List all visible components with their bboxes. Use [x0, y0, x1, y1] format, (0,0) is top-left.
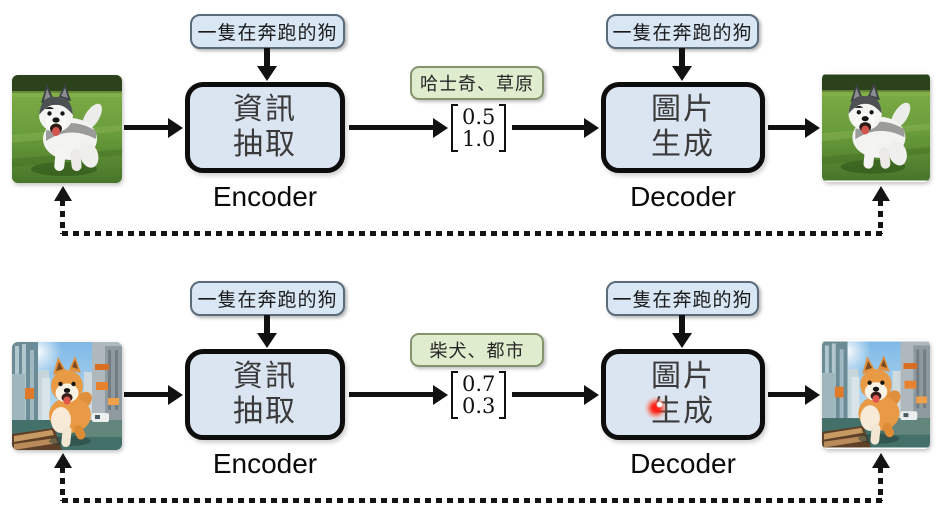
- prompt-bubble-encoder: 一隻在奔跑的狗: [190, 281, 345, 316]
- encoder-box-line1: 資訊: [233, 93, 297, 126]
- dashed-feedback-line: [62, 498, 882, 503]
- arrow-input-to-encoder: [124, 384, 183, 405]
- left-bracket: [451, 371, 458, 419]
- decoder-box-line1: 圖片: [651, 93, 715, 126]
- latent-tag-text: 柴犬、都市: [429, 341, 525, 361]
- arrow-prompt-to-decoder: [672, 48, 692, 81]
- pipeline-row-husky: 一隻在奔跑的狗 資訊 抽取 Encoder 哈士奇、草原 0.5 1.0 一隻在…: [0, 0, 942, 260]
- dashed-arrowhead-left: [53, 186, 72, 201]
- decoder-box-line2: 生成: [651, 127, 715, 161]
- encoder-caption: Encoder: [212, 448, 318, 479]
- encoder-box: 資訊 抽取: [185, 349, 345, 440]
- dashed-line-right: [878, 200, 883, 234]
- right-bracket: [499, 371, 507, 419]
- decoder-caption: Decoder: [630, 181, 736, 212]
- vector-value-1: 1.0: [462, 127, 496, 151]
- decoder-caption: Decoder: [630, 448, 736, 479]
- arrow-prompt-to-decoder: [672, 315, 692, 348]
- output-image-shiba: [822, 340, 930, 449]
- prompt-bubble-decoder: 一隻在奔跑的狗: [606, 281, 759, 316]
- left-bracket: [451, 104, 458, 152]
- output-image-husky: [822, 73, 930, 182]
- pipeline-row-shiba: 一隻在奔跑的狗 資訊 抽取 Encoder 柴犬、都市 0.7 0.3 一隻在奔…: [0, 267, 942, 527]
- arrow-decoder-to-output: [768, 384, 820, 405]
- encoder-caption: Encoder: [212, 181, 318, 212]
- decoder-box-line1: 圖片: [651, 360, 715, 393]
- arrow-vector-to-decoder: [512, 384, 599, 405]
- prompt-text: 一隻在奔跑的狗: [197, 23, 338, 44]
- encoder-box-line2: 抽取: [233, 394, 297, 428]
- prompt-text: 一隻在奔跑的狗: [612, 23, 753, 44]
- encoder-box: 資訊 抽取: [185, 82, 345, 173]
- dashed-line-right: [878, 467, 883, 501]
- arrow-vector-to-decoder: [512, 117, 599, 138]
- arrow-prompt-to-encoder: [257, 315, 277, 348]
- arrow-encoder-to-vector: [349, 117, 448, 138]
- latent-tag: 哈士奇、草原: [410, 66, 544, 100]
- arrow-encoder-to-vector: [349, 384, 448, 405]
- dashed-arrowhead-left: [53, 453, 72, 468]
- dashed-line-left: [60, 200, 65, 234]
- decoder-box-line2: 生成: [651, 394, 715, 428]
- latent-vector: 0.5 1.0: [451, 104, 507, 152]
- encoder-box-line2: 抽取: [233, 127, 297, 161]
- prompt-text: 一隻在奔跑的狗: [612, 290, 753, 311]
- vector-value-0: 0.5: [462, 105, 496, 129]
- dashed-feedback-line: [62, 231, 882, 236]
- vector-value-1: 0.3: [462, 394, 496, 418]
- prompt-bubble-decoder: 一隻在奔跑的狗: [606, 14, 759, 49]
- decoder-box: 圖片 生成: [601, 349, 765, 440]
- latent-tag: 柴犬、都市: [410, 333, 544, 367]
- encoder-box-line1: 資訊: [233, 360, 297, 393]
- dashed-line-left: [60, 467, 65, 501]
- decoder-box: 圖片 生成: [601, 82, 765, 173]
- input-image-husky: [12, 75, 122, 183]
- vector-value-0: 0.7: [462, 372, 496, 396]
- arrow-input-to-encoder: [124, 117, 183, 138]
- dashed-arrowhead-right: [871, 453, 890, 468]
- arrow-decoder-to-output: [768, 117, 820, 138]
- dashed-arrowhead-right: [871, 186, 890, 201]
- latent-tag-text: 哈士奇、草原: [420, 74, 534, 94]
- arrow-prompt-to-encoder: [257, 48, 277, 81]
- prompt-text: 一隻在奔跑的狗: [197, 290, 338, 311]
- prompt-bubble-encoder: 一隻在奔跑的狗: [190, 14, 345, 49]
- latent-vector: 0.7 0.3: [451, 371, 507, 419]
- right-bracket: [499, 104, 507, 152]
- input-image-shiba: [12, 342, 122, 450]
